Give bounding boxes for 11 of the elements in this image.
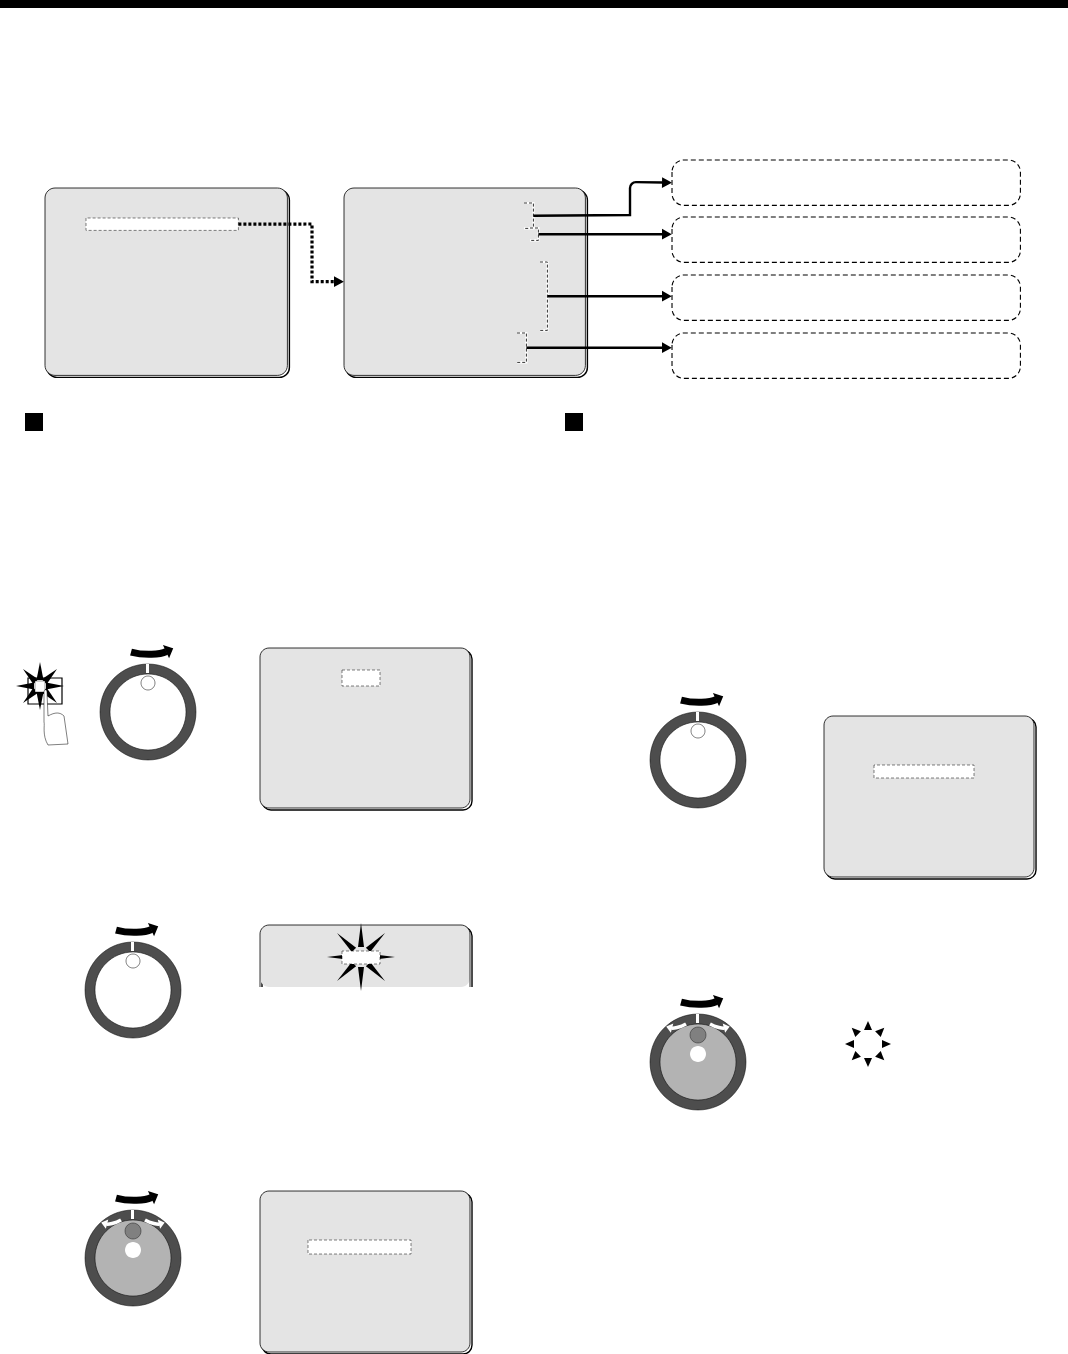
bracket	[529, 226, 540, 242]
dashed-box	[671, 216, 1021, 263]
screen-box	[343, 187, 589, 379]
screen-box	[44, 187, 291, 379]
dashed-box	[671, 159, 1021, 206]
bracket	[539, 260, 549, 332]
bracket	[516, 331, 528, 364]
dashed-box	[671, 274, 1021, 321]
highlight-bar	[85, 217, 239, 231]
bracket	[523, 201, 535, 230]
dashed-box	[671, 332, 1021, 379]
